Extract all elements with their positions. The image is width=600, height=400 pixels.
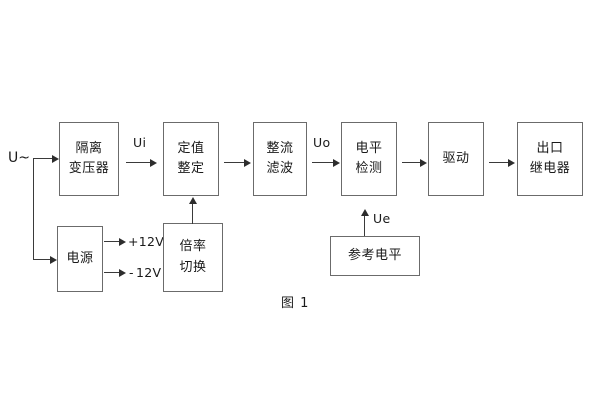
block-isolation-transformer-line-2: 变压器 bbox=[68, 161, 110, 176]
arrow-into-transformer bbox=[52, 155, 59, 163]
input-trunk-line bbox=[33, 158, 34, 259]
arrow-head-ue bbox=[361, 209, 369, 216]
label-neg-12v: 12V bbox=[136, 265, 162, 280]
arrow-head-multiplier-to-setting bbox=[189, 197, 197, 204]
input-voltage-label: U~ bbox=[8, 150, 30, 166]
label-neg-sign: - bbox=[129, 265, 134, 280]
block-isolation-transformer: 隔离 变压器 bbox=[59, 122, 119, 196]
block-reference-level: 参考电平 bbox=[330, 236, 420, 276]
arrow-head-pos12v bbox=[119, 238, 126, 246]
block-drive: 驱动 bbox=[428, 122, 484, 196]
block-multiplier-switch-line-2: 切换 bbox=[179, 259, 207, 275]
arrow-line-drive-to-relay bbox=[489, 162, 510, 163]
block-setting-value-line-2: 整定 bbox=[177, 161, 205, 176]
signal-label-ue: Ue bbox=[373, 211, 391, 226]
arrow-head-setting-to-rectifier bbox=[244, 159, 251, 167]
arrow-line-ui bbox=[126, 162, 152, 163]
arrow-line-uo bbox=[312, 162, 335, 163]
arrow-head-neg12v bbox=[119, 269, 126, 277]
arrow-line-neg12v bbox=[104, 272, 121, 273]
arrow-line-multiplier-to-setting bbox=[192, 203, 193, 224]
block-setting-value: 定值 整定 bbox=[163, 122, 219, 196]
block-power-supply: 电源 bbox=[57, 226, 103, 292]
arrow-into-power-supply bbox=[50, 256, 57, 264]
arrow-line-ue bbox=[364, 215, 365, 236]
signal-label-uo: Uo bbox=[313, 135, 331, 150]
arrow-head-uo bbox=[333, 159, 340, 167]
arrow-head-drive-to-relay bbox=[508, 159, 515, 167]
arrow-head-ui bbox=[150, 159, 157, 167]
block-multiplier-switch: 倍率 切换 bbox=[163, 223, 223, 292]
block-drive-line-1: 驱动 bbox=[442, 150, 470, 166]
block-output-relay-line-1: 出口 bbox=[536, 140, 564, 156]
block-multiplier-switch-line-1: 倍率 bbox=[179, 239, 207, 255]
arrow-line-level-to-drive bbox=[402, 162, 422, 163]
arrow-line-pos12v bbox=[104, 241, 121, 242]
block-rectifier-filter-line-2: 滤波 bbox=[266, 161, 294, 176]
block-rectifier-filter: 整流 滤波 bbox=[253, 122, 307, 196]
block-setting-value-line-1: 定值 bbox=[177, 140, 205, 156]
block-power-supply-line-1: 电源 bbox=[66, 250, 94, 266]
figure-caption: 图 1 bbox=[281, 296, 310, 311]
block-level-detection: 电平 检测 bbox=[341, 122, 397, 196]
label-pos-12v: +12V bbox=[128, 234, 165, 249]
block-isolation-transformer-line-1: 隔离 bbox=[75, 140, 103, 156]
arrow-head-level-to-drive bbox=[420, 159, 427, 167]
input-branch-to-transformer bbox=[33, 158, 53, 159]
block-output-relay: 出口 继电器 bbox=[517, 122, 583, 196]
block-reference-level-line-1: 参考电平 bbox=[347, 247, 402, 263]
arrow-line-setting-to-rectifier bbox=[224, 162, 246, 163]
signal-label-ui: Ui bbox=[133, 135, 147, 150]
block-level-detection-line-1: 电平 bbox=[355, 140, 383, 156]
input-branch-to-power bbox=[33, 259, 51, 260]
block-output-relay-line-2: 继电器 bbox=[529, 161, 571, 176]
block-level-detection-line-2: 检测 bbox=[355, 161, 383, 176]
block-rectifier-filter-line-1: 整流 bbox=[266, 140, 294, 156]
